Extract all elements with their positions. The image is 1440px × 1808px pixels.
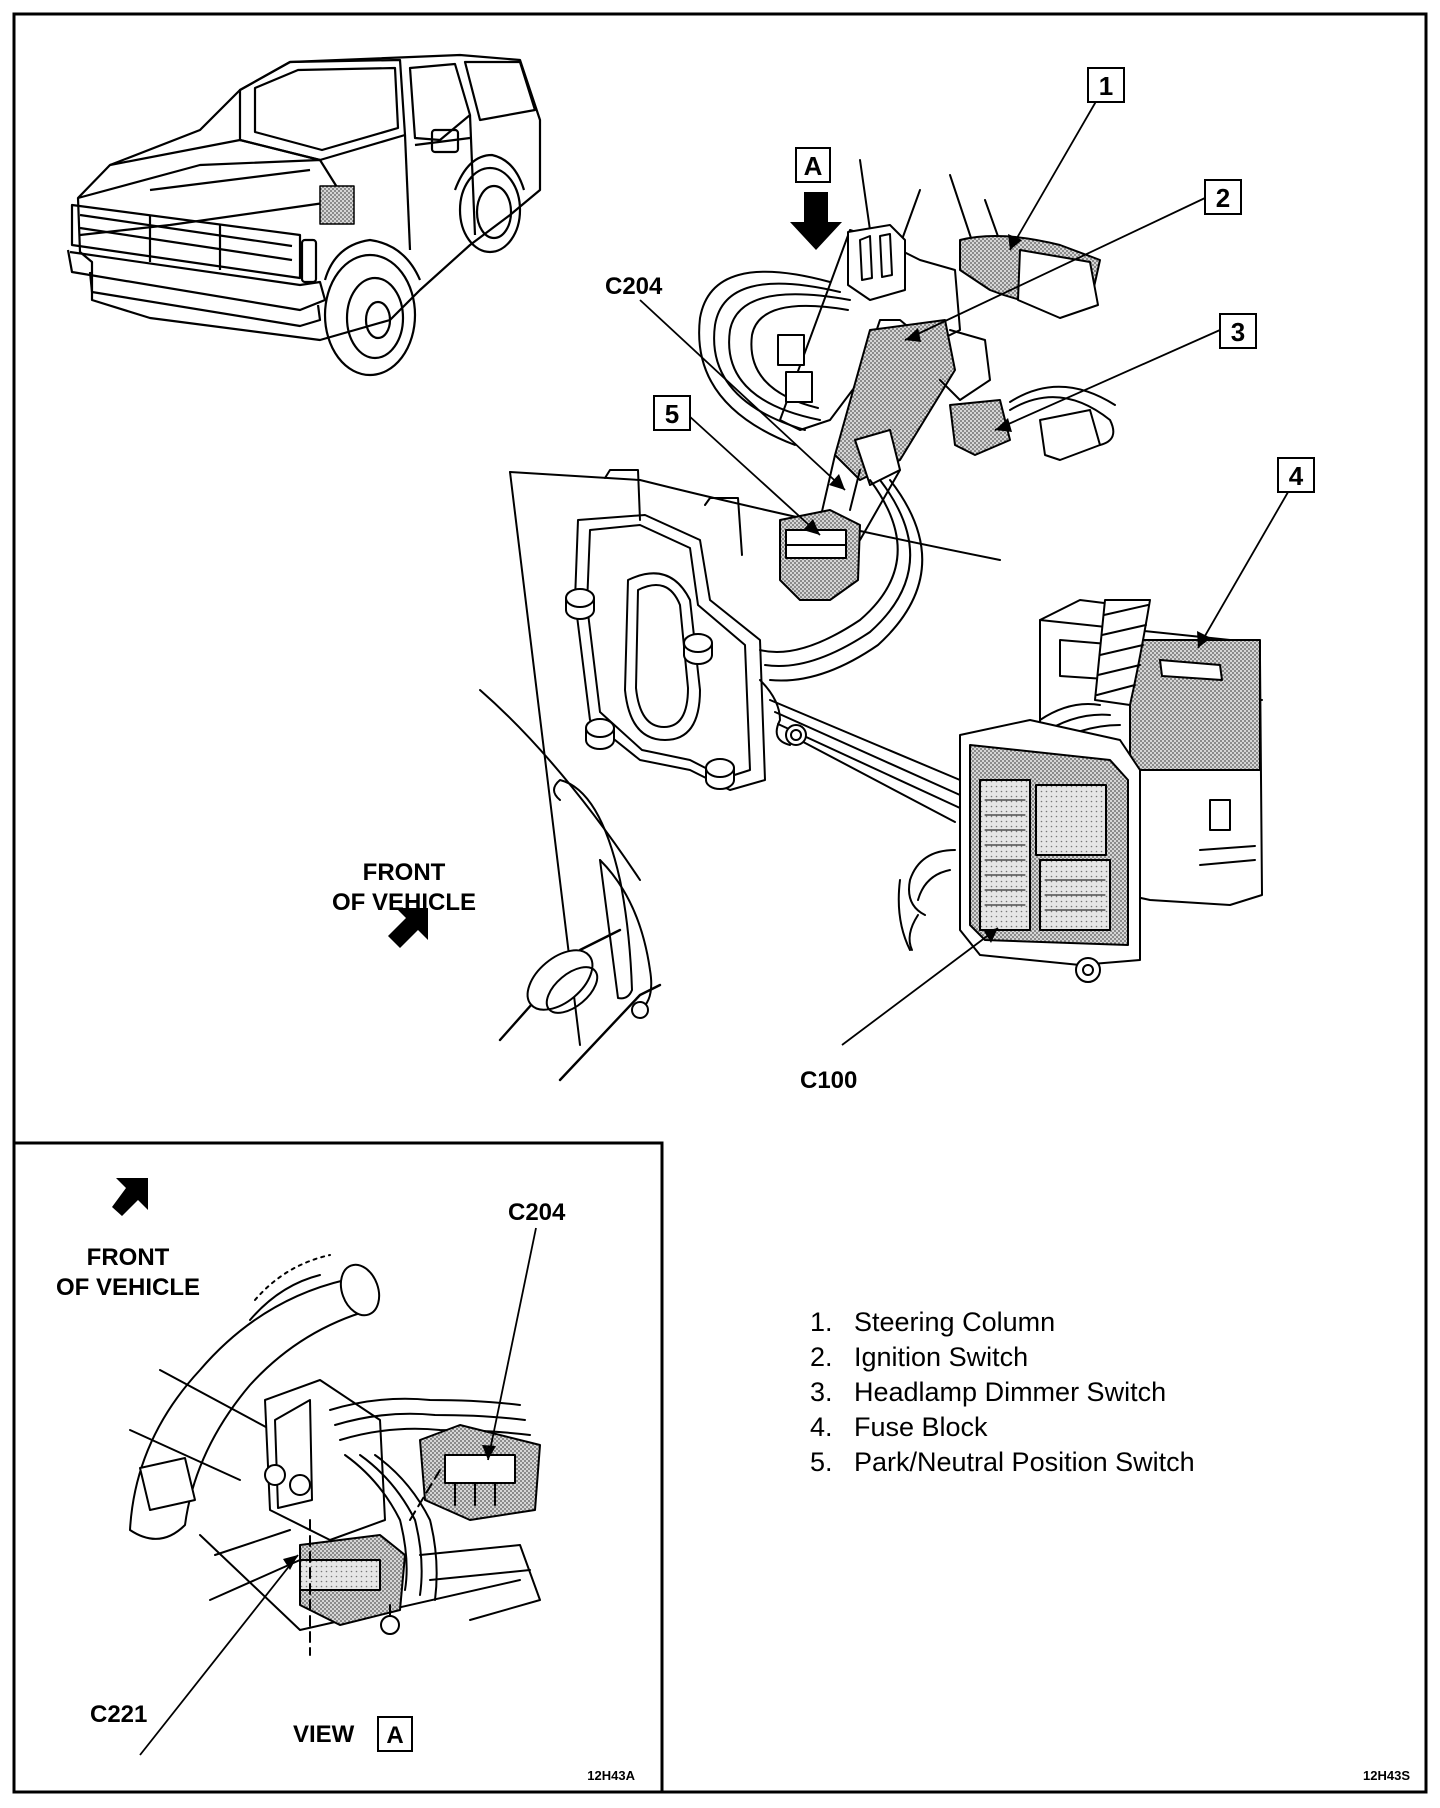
legend-item: 1. Steering Column <box>810 1305 1195 1340</box>
leader-lines-main <box>639 97 1296 1046</box>
leader-lines-inset <box>139 1227 537 1756</box>
legend-item: 5. Park/Neutral Position Switch <box>810 1445 1195 1480</box>
callout-box-5 <box>653 395 691 431</box>
legend-item: 4. Fuse Block <box>810 1410 1195 1445</box>
legend-item: 3. Headlamp Dimmer Switch <box>810 1375 1195 1410</box>
callout-box-1 <box>1087 67 1125 103</box>
callout-box-3 <box>1219 313 1257 349</box>
label-c100: C100 <box>800 1067 857 1094</box>
legend-item-text: Fuse Block <box>854 1412 988 1442</box>
legend-item-text: Ignition Switch <box>854 1342 1029 1372</box>
legend-item: 2. Ignition Switch <box>810 1340 1195 1375</box>
leader-arrowheads-main <box>803 234 1211 943</box>
label-front-main-1: FRONT <box>363 859 446 886</box>
main-assembly <box>479 159 1263 1082</box>
label-front-inset-1: FRONT <box>87 1244 170 1271</box>
legend-item-number: 3. <box>810 1377 833 1407</box>
inset-frame <box>12 1141 664 1794</box>
legend-item-text: Headlamp Dimmer Switch <box>854 1377 1167 1407</box>
view-a-arrow <box>790 192 842 250</box>
legend-item-number: 4. <box>810 1412 833 1442</box>
vehicle-illustration <box>66 53 542 377</box>
legend-item-number: 1. <box>810 1307 833 1337</box>
view-marker-box <box>795 147 831 183</box>
front-arrow-main <box>388 908 428 948</box>
label-c221: C221 <box>90 1701 147 1728</box>
label-c204-inset: C204 <box>508 1199 566 1226</box>
legend-item-text: Steering Column <box>854 1307 1056 1337</box>
legend-item-number: 2. <box>810 1342 833 1372</box>
label-front-inset-2: OF VEHICLE <box>56 1274 200 1301</box>
label-c204-main: C204 <box>605 273 663 300</box>
callout-1: 1 <box>1099 71 1113 101</box>
view-marker: A <box>804 151 823 181</box>
label-front-main-2: OF VEHICLE <box>332 889 476 916</box>
leader-arrowheads-inset <box>283 1445 496 1570</box>
callout-3: 3 <box>1231 317 1245 347</box>
location-marker <box>319 185 355 225</box>
legend: 1. Steering Column 2. Ignition Switch 3.… <box>810 1305 1195 1480</box>
label-view-word: VIEW <box>293 1721 355 1748</box>
ref-main: 12H43S <box>1363 1768 1410 1783</box>
callout-5: 5 <box>665 399 679 429</box>
legend-item-number: 5. <box>810 1447 833 1477</box>
callout-box-2 <box>1204 179 1242 215</box>
front-arrow-inset <box>112 1178 148 1216</box>
outer-frame <box>12 12 1428 1794</box>
callout-boxes <box>653 67 1315 493</box>
label-view-letter: A <box>386 1722 403 1749</box>
inset-illustration <box>129 1254 541 1656</box>
ref-inset: 12H43A <box>587 1768 635 1783</box>
callout-2: 2 <box>1216 183 1230 213</box>
view-letter-box <box>377 1716 413 1752</box>
callout-4: 4 <box>1289 461 1304 491</box>
callout-box-4 <box>1277 457 1315 493</box>
legend-item-text: Park/Neutral Position Switch <box>854 1447 1195 1477</box>
